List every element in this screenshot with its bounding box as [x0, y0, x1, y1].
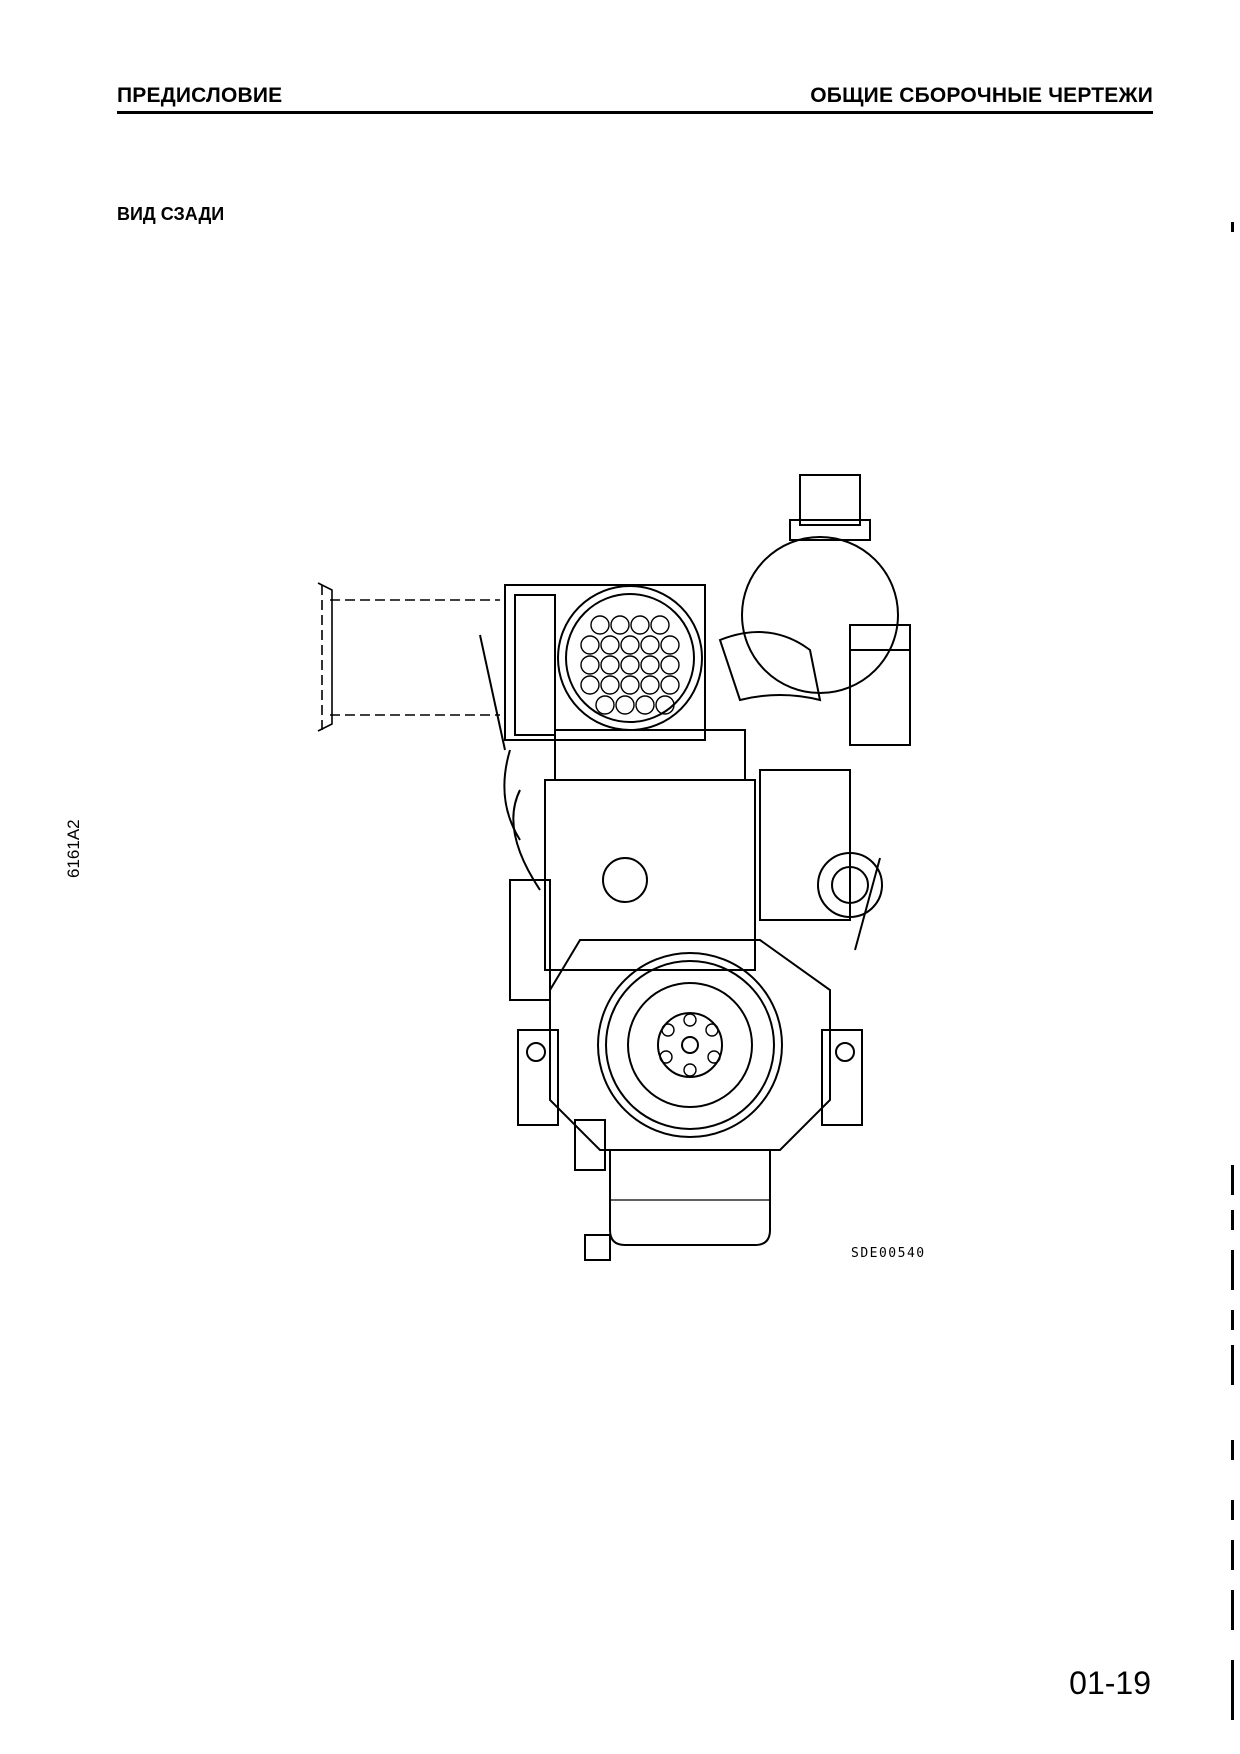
edge-mark — [1231, 1500, 1234, 1520]
edge-mark — [1231, 222, 1234, 232]
edge-mark — [1231, 1165, 1234, 1195]
edge-mark — [1231, 1590, 1234, 1630]
edge-mark — [1231, 1345, 1234, 1385]
side-code: 6161A2 — [64, 819, 83, 878]
edge-mark — [1231, 1440, 1234, 1460]
header-left-title: ПРЕДИСЛОВИЕ — [117, 84, 283, 107]
engine-rear-view-drawing — [317, 474, 911, 1261]
edge-mark — [1231, 1310, 1234, 1330]
header-rule — [117, 111, 1153, 114]
edge-mark — [1231, 1660, 1234, 1720]
edge-mark — [1231, 1210, 1234, 1230]
page-number: 01-19 — [1069, 1665, 1151, 1701]
figure-id: SDE00540 — [851, 1246, 926, 1261]
header-right-title: ОБЩИЕ СБОРОЧНЫЕ ЧЕРТЕЖИ — [810, 84, 1153, 107]
edge-mark — [1231, 1540, 1234, 1570]
edge-mark — [1231, 1250, 1234, 1290]
section-title: ВИД СЗАДИ — [117, 204, 225, 224]
